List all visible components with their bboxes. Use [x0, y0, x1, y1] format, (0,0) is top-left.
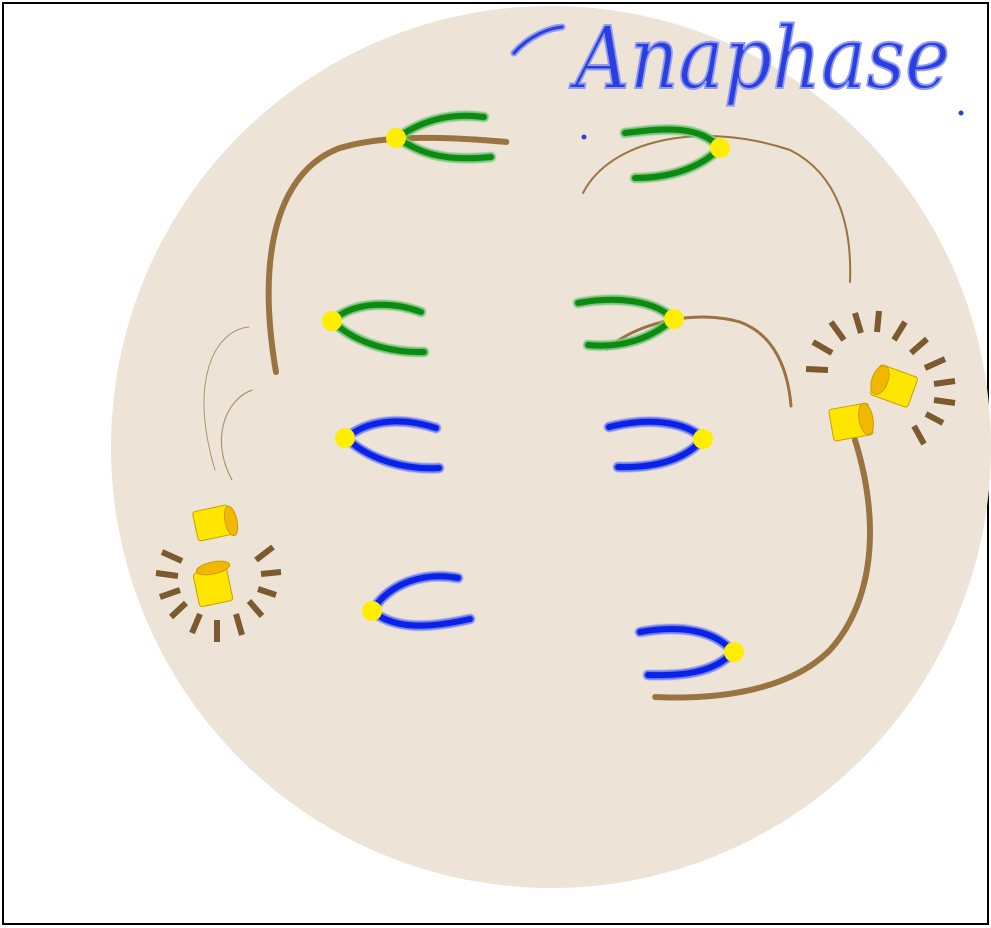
centromere [362, 601, 382, 621]
centromere [386, 128, 406, 148]
centromere [664, 309, 684, 329]
centromere [693, 429, 713, 449]
stray-dot [959, 111, 964, 116]
centromere [335, 428, 355, 448]
stray-dot [582, 135, 587, 140]
centromere [710, 138, 730, 158]
centromere [322, 311, 342, 331]
title-text: Anaphase [569, 9, 950, 109]
centriole [192, 505, 240, 542]
centromere [724, 642, 744, 662]
